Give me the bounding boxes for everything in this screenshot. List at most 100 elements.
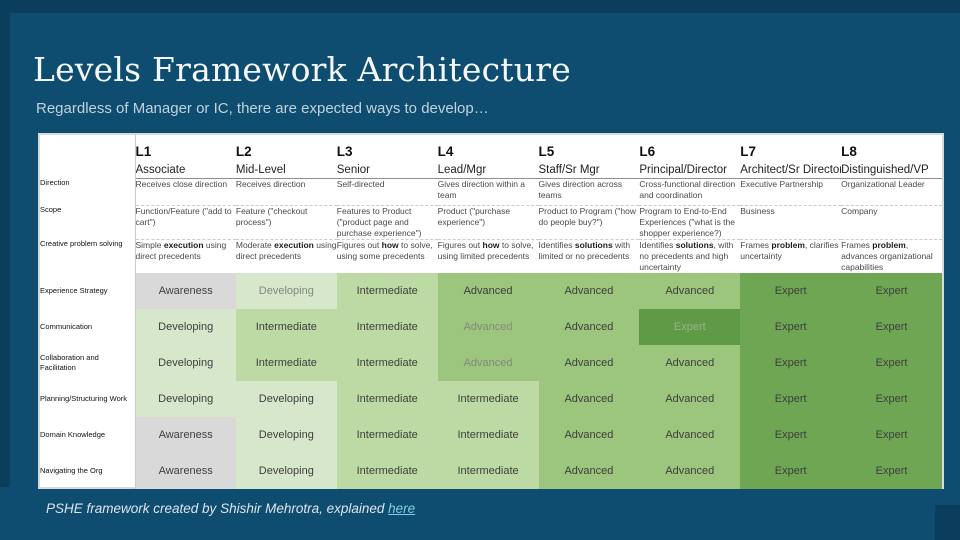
skill-cell: Expert [740, 416, 842, 453]
detail-cell: Executive Partnership [740, 178, 823, 189]
skill-cell: Intermediate [437, 452, 539, 489]
detail-cell: Feature ("checkout process") [235, 204, 337, 240]
skill-cell: Intermediate [336, 272, 438, 309]
skill-cell: Advanced [437, 308, 539, 345]
skill-cell: Developing [235, 416, 337, 453]
skill-cell: Intermediate [235, 344, 337, 381]
top-accent-bar [0, 0, 960, 13]
skill-cell: Advanced [639, 272, 741, 309]
skill-cell: Advanced [639, 380, 741, 417]
detail-cell: Cross-functional direction and coordinat… [639, 178, 736, 200]
footer-here-link[interactable]: here [388, 501, 416, 516]
skill-cell: Expert [740, 452, 842, 489]
skill-cell: Expert [740, 380, 842, 417]
footer-caption: PSHE framework created by Shishir Mehrot… [46, 501, 415, 516]
skill-cell: Expert [841, 308, 942, 345]
skill-cell: Expert [740, 308, 842, 345]
skill-cell: Developing [135, 380, 236, 417]
skill-cell: Intermediate [336, 380, 438, 417]
skill-cell: Intermediate [336, 452, 438, 489]
detail-cell: Product ("purchase experience") [437, 204, 539, 240]
skill-cell: Advanced [639, 344, 741, 381]
page-subtitle: Regardless of Manager or IC, there are e… [36, 100, 489, 117]
detail-cell: Frames problem, advances organizational … [841, 238, 942, 273]
skill-cell: Intermediate [336, 308, 438, 345]
detail-cell: Program to End-to-End Experiences ("what… [639, 204, 741, 240]
skill-cell: Developing [135, 344, 236, 381]
row-label: Creative problem solving [40, 239, 136, 273]
skill-cell: Expert [841, 344, 942, 381]
skill-cell: Intermediate [437, 380, 539, 417]
detail-cell: Simple execution using direct precedents [135, 238, 236, 273]
skill-cell: Advanced [639, 452, 741, 489]
row-label: Communication [40, 308, 136, 345]
detail-cell: Identifies solutions, with no precedents… [639, 238, 741, 273]
skill-cell: Expert [740, 344, 842, 381]
skill-cell: Advanced [538, 344, 640, 381]
skill-cell: Expert [740, 272, 842, 309]
row-label: Scope [40, 205, 136, 240]
detail-cell: Receives close direction [135, 178, 228, 189]
row-label: Experience Strategy [40, 272, 136, 309]
skill-cell: Advanced [437, 344, 539, 381]
detail-cell: Product to Program ("how do people buy?"… [538, 204, 640, 240]
skill-cell: Awareness [135, 416, 236, 453]
skill-cell: Developing [135, 308, 236, 345]
skill-cell: Expert [841, 452, 942, 489]
detail-cell: Gives direction across teams [538, 178, 623, 200]
detail-cell: Figures out how to solve, using some pre… [336, 238, 438, 273]
row-label: Collaboration and Facilitation [40, 344, 136, 381]
detail-cell: Organizational Leader [841, 178, 925, 189]
skill-cell: Advanced [538, 416, 640, 453]
skill-cell: Intermediate [336, 416, 438, 453]
left-accent-bar [0, 0, 10, 487]
skill-cell: Advanced [538, 452, 640, 489]
detail-cell: Company [841, 204, 942, 240]
skill-cell: Advanced [538, 380, 640, 417]
skill-cell: Expert [841, 416, 942, 453]
skill-cell: Developing [235, 452, 337, 489]
skill-cell: Expert [841, 272, 942, 309]
detail-cell: Gives direction within a team [437, 178, 526, 200]
skill-cell: Awareness [135, 272, 236, 309]
detail-cell: Moderate execution using direct preceden… [235, 238, 337, 273]
skill-cell: Advanced [639, 416, 741, 453]
skill-cell: Intermediate [235, 308, 337, 345]
detail-cell: Function/Feature ("add to cart") [135, 204, 236, 240]
row-label: Direction [40, 178, 136, 205]
skill-cell: Awareness [135, 452, 236, 489]
page-title: Levels Framework Architecture [33, 50, 571, 89]
skill-cell: Advanced [437, 272, 539, 309]
skill-cell: Expert [639, 308, 741, 345]
skill-cell: Developing [235, 272, 337, 309]
detail-cell: Self-directed [336, 178, 385, 189]
skill-cell: Intermediate [437, 416, 539, 453]
corner-accent-square [935, 505, 960, 540]
detail-cell: Features to Product ("product page and p… [336, 204, 438, 240]
row-label: Planning/Structuring Work [40, 380, 136, 417]
detail-cell: Frames problem, clarifies uncertainty [740, 238, 842, 273]
detail-cell: Identifies solutions with limited or no … [538, 238, 640, 273]
skill-cell: Advanced [538, 308, 640, 345]
skill-cell: Developing [235, 380, 337, 417]
detail-cell: Business [740, 204, 842, 240]
detail-cell: Receives direction [235, 178, 306, 189]
header-corner-cell [40, 135, 136, 178]
